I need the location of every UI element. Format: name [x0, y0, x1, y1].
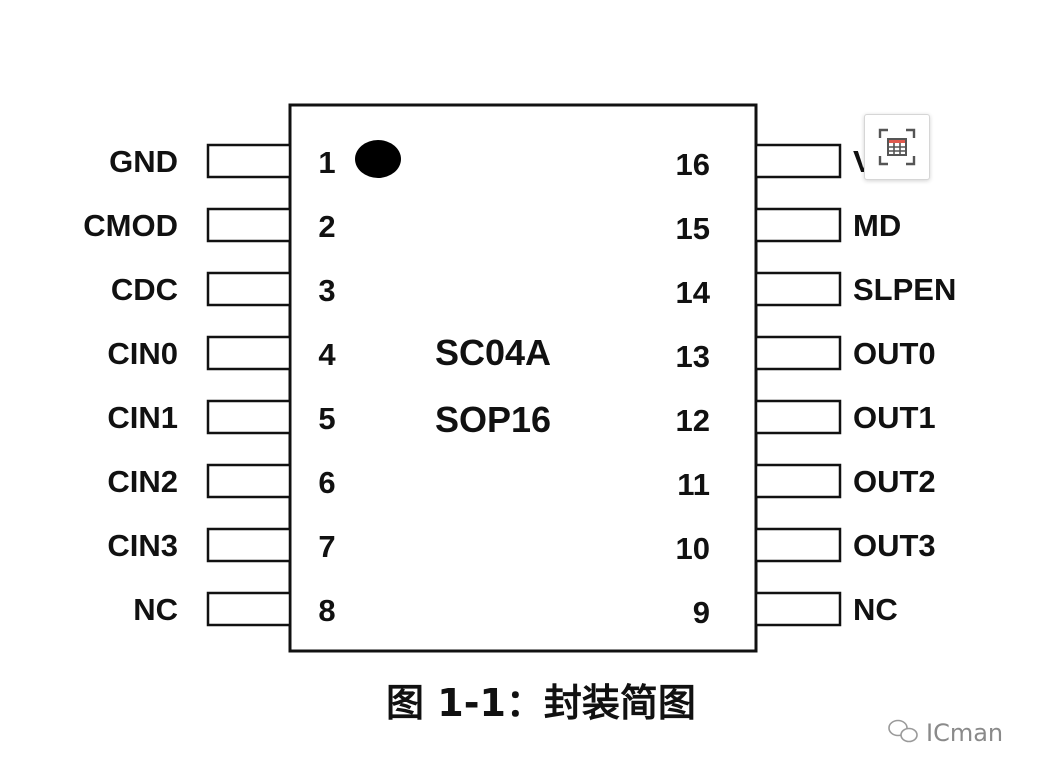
- pin-lead: [754, 463, 842, 499]
- pin-number: 6: [318, 465, 335, 500]
- pin-lead: [206, 591, 292, 627]
- pin-label: SLPEN: [853, 272, 956, 307]
- pin-number: 8: [318, 593, 335, 628]
- left-pin: CIN1 5: [107, 399, 336, 436]
- pin-number: 4: [318, 337, 336, 372]
- left-pin: CIN0 4: [107, 335, 336, 372]
- left-pin: GND 1: [109, 143, 336, 180]
- pin-label: CIN1: [107, 400, 178, 435]
- right-pin: OUT3 10: [676, 527, 936, 566]
- table-extract-icon: [878, 128, 916, 166]
- pin-label: OUT0: [853, 336, 936, 371]
- pin-label: MD: [853, 208, 901, 243]
- pin-label: CIN2: [107, 464, 178, 499]
- pin-number: 16: [676, 147, 710, 182]
- left-pin: CIN2 6: [107, 463, 336, 500]
- pin-lead: [754, 335, 842, 371]
- pin-label: GND: [109, 144, 178, 179]
- right-pin: NC 9: [693, 591, 898, 630]
- right-pin: OUT2 11: [677, 463, 936, 502]
- pin-lead: [754, 207, 842, 243]
- pin-lead: [754, 591, 842, 627]
- pin-lead: [206, 143, 292, 179]
- chip-name: SC04A: [435, 332, 551, 373]
- left-pin: CIN3 7: [107, 527, 336, 564]
- pin-number: 1: [318, 145, 335, 180]
- pin-number: 7: [318, 529, 335, 564]
- pin-label: OUT2: [853, 464, 936, 499]
- watermark: ICman: [888, 719, 1003, 747]
- right-pin: OUT0 13: [676, 335, 936, 374]
- pin-number: 14: [676, 275, 711, 310]
- pin-number: 5: [318, 401, 335, 436]
- pin-lead: [206, 271, 292, 307]
- pin-label: OUT3: [853, 528, 936, 563]
- wechat-icon: [888, 719, 918, 743]
- pin-number: 11: [677, 467, 710, 502]
- pin-number: 13: [676, 339, 710, 374]
- pin-label: OUT1: [853, 400, 936, 435]
- pin-lead: [754, 271, 842, 307]
- pin1-marker-dot: [355, 140, 401, 178]
- left-pin: NC 8: [133, 591, 336, 628]
- right-pin: V16: [676, 143, 874, 182]
- chip-package: SOP16: [435, 399, 551, 440]
- pin-number: 2: [318, 209, 335, 244]
- pin-number: 9: [693, 595, 710, 630]
- pin-lead: [206, 463, 292, 499]
- pin-label: CMOD: [83, 208, 178, 243]
- left-pin: CDC 3: [111, 271, 336, 308]
- figure-caption: 图 1-1：封装简图: [386, 681, 696, 725]
- pin-lead: [754, 527, 842, 563]
- right-pin: SLPEN 14: [676, 271, 956, 310]
- pin-label: NC: [133, 592, 178, 627]
- table-extract-button[interactable]: [864, 114, 930, 180]
- pin-lead: [754, 143, 842, 179]
- chip-body: [288, 103, 758, 653]
- pin-lead: [206, 399, 292, 435]
- pin-lead: [754, 399, 842, 435]
- right-pin: OUT1 12: [676, 399, 936, 438]
- pin-label: CIN3: [107, 528, 178, 563]
- pin-lead: [206, 527, 292, 563]
- pin-number: 3: [318, 273, 335, 308]
- pin-lead: [206, 207, 292, 243]
- right-pin: MD 15: [676, 207, 901, 246]
- pin-number: 10: [676, 531, 710, 566]
- pin-number: 12: [676, 403, 710, 438]
- pin-label: CDC: [111, 272, 178, 307]
- pin-label: CIN0: [107, 336, 178, 371]
- pin-number: 15: [676, 211, 710, 246]
- watermark-text: ICman: [926, 719, 1003, 747]
- left-pin: CMOD 2: [83, 207, 336, 244]
- pin-label: NC: [853, 592, 898, 627]
- pin-lead: [206, 335, 292, 371]
